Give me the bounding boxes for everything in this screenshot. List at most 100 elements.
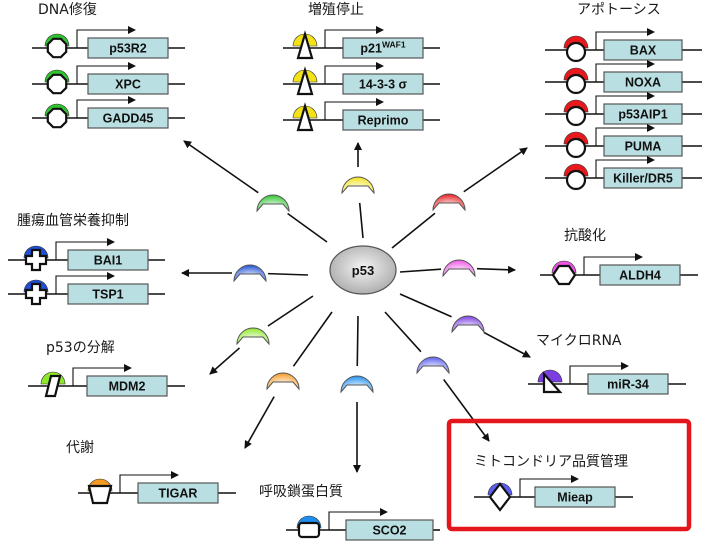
- gene-row: p53R2: [32, 26, 185, 59]
- octagon-element-icon: [46, 37, 68, 59]
- group-title: 呼吸鎖蛋白質: [259, 484, 343, 500]
- gene-name: BAI1: [94, 254, 123, 268]
- apoptosis-binding-site-icon: [563, 35, 589, 63]
- group-microrna: マイクロRNA miR-34: [528, 333, 686, 395]
- gene-name-text: Reprimo: [358, 114, 409, 128]
- right-triangle-element-icon: [542, 371, 563, 394]
- spokes-layer: [181, 140, 531, 473]
- gene-row: PUMA: [545, 124, 702, 159]
- spoke-antioxidant: [399, 259, 516, 278]
- metabolism-protein-icon: [266, 372, 300, 391]
- gene-name-text: Mieap: [557, 491, 593, 505]
- transcription-start-arrow-icon: [519, 475, 579, 497]
- triangle-element-icon: [296, 30, 314, 60]
- spoke-line: [292, 311, 333, 367]
- dna-repair-binding-site-icon: [44, 103, 70, 129]
- gene-box: [603, 103, 683, 125]
- gene-name-text: NOXA: [625, 76, 661, 90]
- transcription-start-arrow-icon: [328, 508, 388, 530]
- gene-row: MDM2: [28, 364, 185, 398]
- dna-repair-binding-site-icon: [44, 33, 70, 59]
- antioxidant-protein-icon: [442, 259, 476, 278]
- transcription-start-arrow-icon: [583, 253, 643, 275]
- gene-box: [67, 283, 149, 305]
- spoke-line: [384, 311, 422, 353]
- gene-name-text: PUMA: [625, 140, 662, 154]
- transcription-start-arrow-icon: [595, 60, 655, 82]
- octagon-element-icon: [46, 73, 68, 95]
- gene-row: miR-34: [528, 362, 686, 395]
- gene-box: [87, 73, 169, 95]
- spoke-mitochondrial-quality-control: [384, 311, 490, 442]
- p53-degradation-protein-icon: [236, 327, 270, 346]
- rounded-rect-element-icon: [297, 521, 321, 539]
- circle-element-icon: [565, 41, 587, 63]
- dna-repair-binding-site-icon: [44, 69, 70, 95]
- spoke-p53-degradation: [209, 295, 314, 375]
- gene-box: [345, 519, 434, 541]
- gene-name: p21WAF1: [360, 40, 405, 56]
- gene-name-text: MDM2: [109, 380, 146, 394]
- gene-name: Mieap: [557, 491, 593, 505]
- transcription-start-arrow-icon: [595, 156, 655, 178]
- gene-name: PUMA: [625, 140, 662, 154]
- gene-box: [342, 109, 424, 131]
- gene-name-text: miR-34: [607, 378, 649, 392]
- gene-name: SCO2: [372, 524, 406, 538]
- growth-arrest-binding-site-icon: [292, 66, 318, 96]
- gene-box: [603, 39, 683, 61]
- gene-name: Killer/DR5: [613, 172, 673, 186]
- gene-box: [87, 37, 169, 59]
- gene-name: TIGAR: [159, 487, 198, 501]
- gene-name: XPC: [115, 78, 141, 92]
- transcription-start-arrow-icon: [76, 96, 136, 118]
- diamond-element-icon: [488, 482, 512, 512]
- gene-box: [87, 107, 169, 129]
- spoke-angiogenesis-inhibition: [181, 264, 309, 283]
- parallelogram-element-icon: [44, 374, 62, 398]
- spoke-arrow-icon: [209, 347, 241, 375]
- p53-label: p53: [352, 263, 374, 278]
- group-mitochondrial-quality-control: ミトコンドリア品質管理 Mieap: [474, 454, 633, 512]
- spoke-line: [356, 315, 359, 367]
- microrna-binding-site-icon: [537, 369, 563, 394]
- gene-row: GADD45: [32, 96, 185, 129]
- transcription-start-arrow-icon: [72, 364, 132, 386]
- triangle-element-icon: [296, 102, 314, 132]
- apoptosis-binding-site-icon: [563, 131, 589, 159]
- spoke-line: [287, 212, 328, 243]
- spoke-arrow-icon: [463, 147, 528, 193]
- gene-name: TSP1: [92, 288, 123, 302]
- gene-row: SCO2: [286, 508, 440, 541]
- gene-name-text: TSP1: [92, 288, 123, 302]
- gene-name: NOXA: [625, 76, 661, 90]
- gene-name: BAX: [630, 44, 657, 58]
- group-title: 代謝: [66, 440, 94, 456]
- gene-name: ALDH4: [619, 269, 661, 283]
- gene-name-text: TIGAR: [159, 487, 198, 501]
- group-respiratory-chain: 呼吸鎖蛋白質 SCO2: [259, 484, 440, 541]
- gene-name-superscript: WAF1: [382, 40, 406, 50]
- group-title: ミトコンドリア品質管理: [474, 454, 628, 470]
- gene-row: p21WAF1: [283, 26, 440, 60]
- gene-box: [534, 486, 616, 508]
- gene-row: 14-3-3 σ: [283, 62, 440, 96]
- gene-row: Killer/DR5: [545, 156, 702, 191]
- triangle-element-icon: [296, 66, 314, 96]
- growth-arrest-protein-icon: [341, 176, 375, 195]
- spoke-arrow-icon: [244, 396, 275, 449]
- metabolism-binding-site-icon: [87, 478, 113, 505]
- transcription-start-arrow-icon: [569, 362, 629, 384]
- apoptosis-protein-icon: [432, 193, 466, 212]
- gene-box: [137, 482, 219, 504]
- respiratory-chain-binding-site-icon: [296, 515, 322, 539]
- gene-name: Reprimo: [358, 114, 409, 128]
- dna-repair-protein-icon: [256, 194, 290, 213]
- group-title: マイクロRNA: [536, 333, 622, 349]
- group-metabolism: 代謝 TIGAR: [66, 440, 236, 505]
- apoptosis-binding-site-icon: [563, 67, 589, 95]
- p53-degradation-binding-site-icon: [40, 371, 66, 398]
- transcription-start-arrow-icon: [119, 471, 179, 493]
